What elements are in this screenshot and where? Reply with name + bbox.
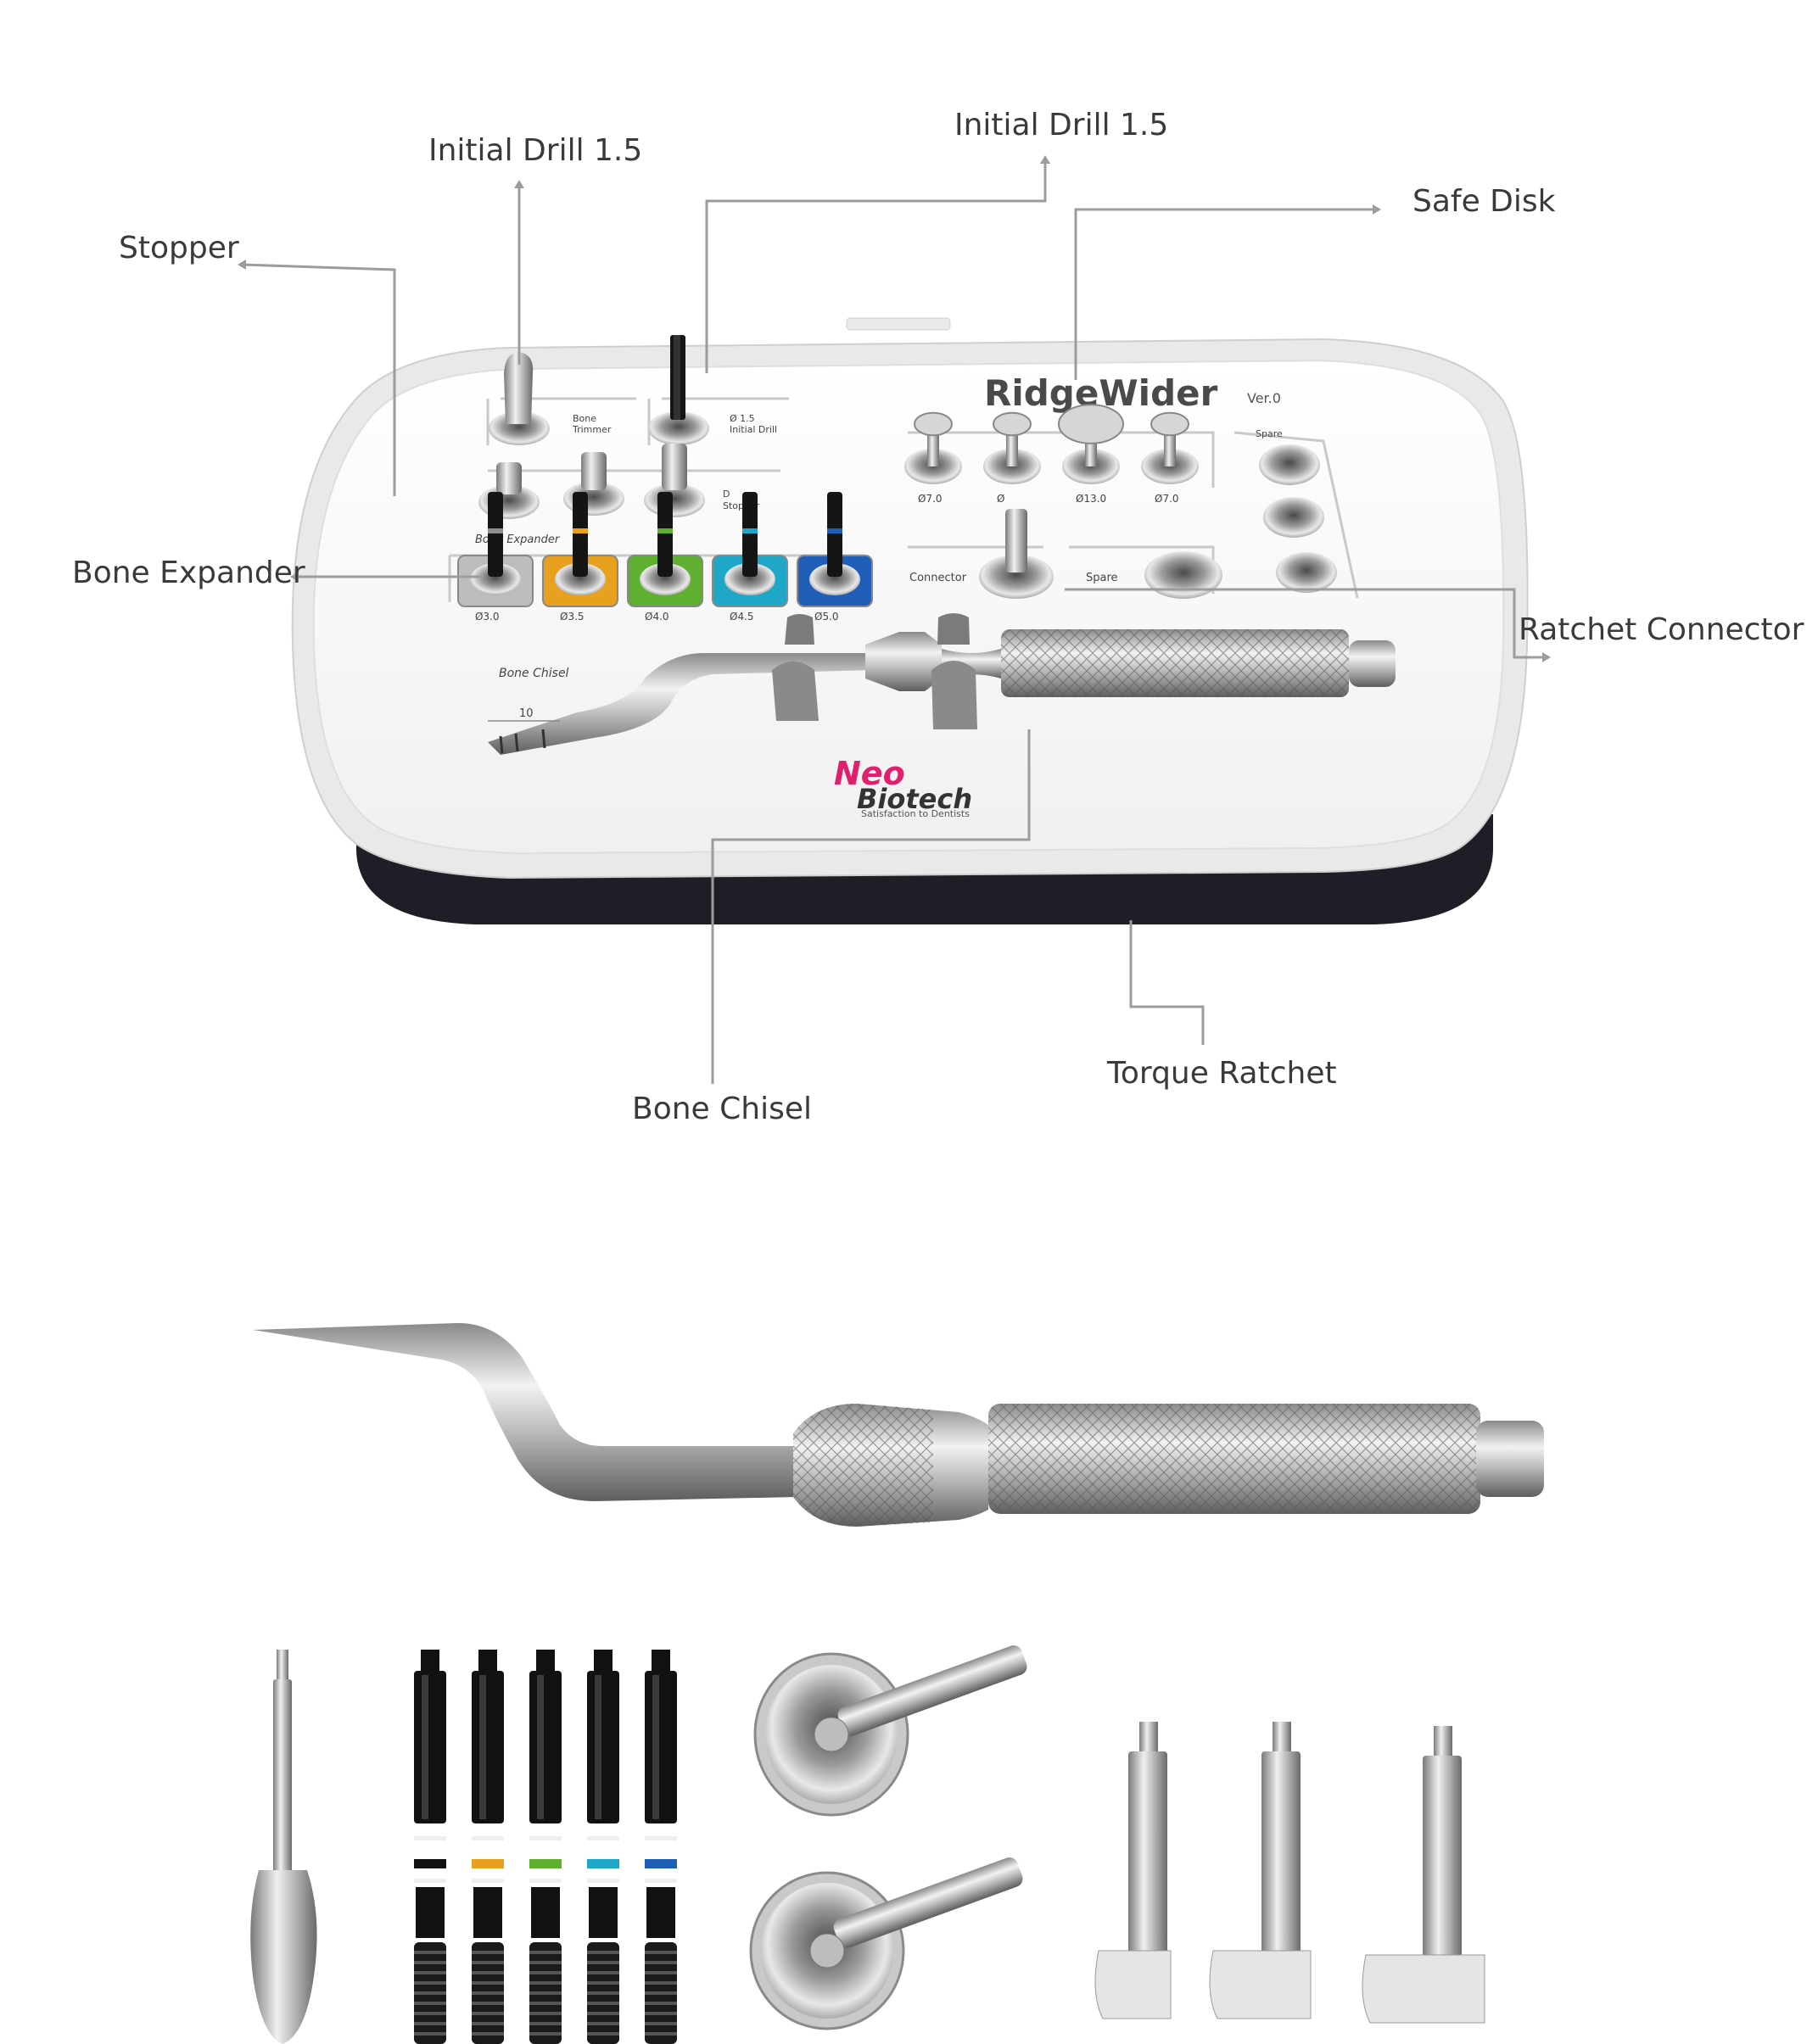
bone-chisel-large <box>253 1323 1544 1527</box>
bone-expander-tool-2 <box>472 1650 504 2044</box>
bone-expander-tool-3 <box>529 1650 562 2044</box>
tray-hinge <box>846 317 951 331</box>
logo-neo: Neo <box>834 755 905 792</box>
initial-drill-socket: Ø 1.5 Initial Drill <box>648 335 777 445</box>
expander-socket-4: Ø4.5 <box>712 492 788 623</box>
expander-size-label: Ø4.0 <box>645 611 669 623</box>
bone-expander-set <box>414 1650 677 2044</box>
expander-size-label: Ø3.5 <box>560 611 585 623</box>
callout-initial-drill-left: Initial Drill 1.5 <box>428 133 643 168</box>
scale-mark: 10 <box>519 707 534 720</box>
bone-expander-tool-5 <box>645 1650 677 2044</box>
disk-size-label: Ø <box>997 493 1004 505</box>
bone-expander-tool-4 <box>587 1650 619 2044</box>
svg-text:Trimmer: Trimmer <box>572 424 612 435</box>
stopper-tray-label: D <box>723 489 730 500</box>
connector-label: Connector <box>909 572 967 584</box>
kit-version: Ver.0 <box>1247 390 1281 406</box>
safe-disk-socket-4: Ø7.0 <box>1141 411 1199 505</box>
safe-disk-set <box>749 1645 1027 2030</box>
tray-bone-chisel-label: Bone Chisel <box>499 667 569 680</box>
expander-socket-2: Ø3.5 <box>542 492 618 623</box>
spare-mid-label: Spare <box>1086 572 1118 584</box>
callout-safe-disk: Safe Disk <box>1412 184 1556 219</box>
neobiotech-logo: Neo Biotech Satisfaction to Dentists <box>834 755 972 819</box>
ratchet-connector-set <box>1094 1722 1485 2024</box>
disk-size-label: Ø7.0 <box>1155 493 1179 505</box>
initial-drill-size: Ø 1.5 <box>730 413 755 424</box>
spare-top-label: Spare <box>1256 428 1283 439</box>
callout-ratchet-connector: Ratchet Connector <box>1519 612 1804 647</box>
callout-stopper: Stopper <box>119 231 239 265</box>
bone-trimmer-label: Bone <box>573 413 596 424</box>
initial-drill-text: Initial Drill <box>730 424 777 435</box>
callout-arrowheads <box>238 155 1551 662</box>
callout-bone-chisel: Bone Chisel <box>632 1092 812 1126</box>
safe-disk-row: Ø7.0 Ø Ø13.0 Ø7.0 <box>904 404 1199 505</box>
safe-disk-socket-2: Ø <box>983 411 1041 505</box>
bone-trimmer-socket: Bone Trimmer <box>489 352 612 445</box>
logo-tagline: Satisfaction to Dentists <box>861 808 970 819</box>
bone-expander-tool-1 <box>414 1650 446 2044</box>
expander-size-label: Ø4.5 <box>730 611 754 623</box>
callout-bone-expander: Bone Expander <box>72 556 305 590</box>
bone-trimmer-bur <box>250 1650 317 2044</box>
expander-socket-3: Ø4.0 <box>627 492 703 623</box>
expander-socket-5: Ø5.0 <box>797 492 873 623</box>
expander-socket-1: Ø3.0 <box>457 492 534 623</box>
expander-size-label: Ø5.0 <box>814 611 839 623</box>
expander-size-label: Ø3.0 <box>475 611 500 623</box>
callout-initial-drill-right: Initial Drill 1.5 <box>954 108 1169 142</box>
logo-biotech: Biotech <box>857 783 972 815</box>
callout-leader-lines <box>241 159 1544 1084</box>
spare-column <box>1259 444 1337 593</box>
disk-size-label: Ø13.0 <box>1076 493 1106 505</box>
callout-torque-ratchet: Torque Ratchet <box>1107 1056 1337 1091</box>
tray-bone-chisel: Bone Chisel 10 <box>488 613 1396 755</box>
ratchet-connector-socket: Connector Spare <box>909 509 1222 599</box>
safe-disk-socket-3: Ø13.0 <box>1058 404 1124 505</box>
disk-size-label: Ø7.0 <box>918 493 943 505</box>
safe-disk-socket-1: Ø7.0 <box>904 411 962 505</box>
